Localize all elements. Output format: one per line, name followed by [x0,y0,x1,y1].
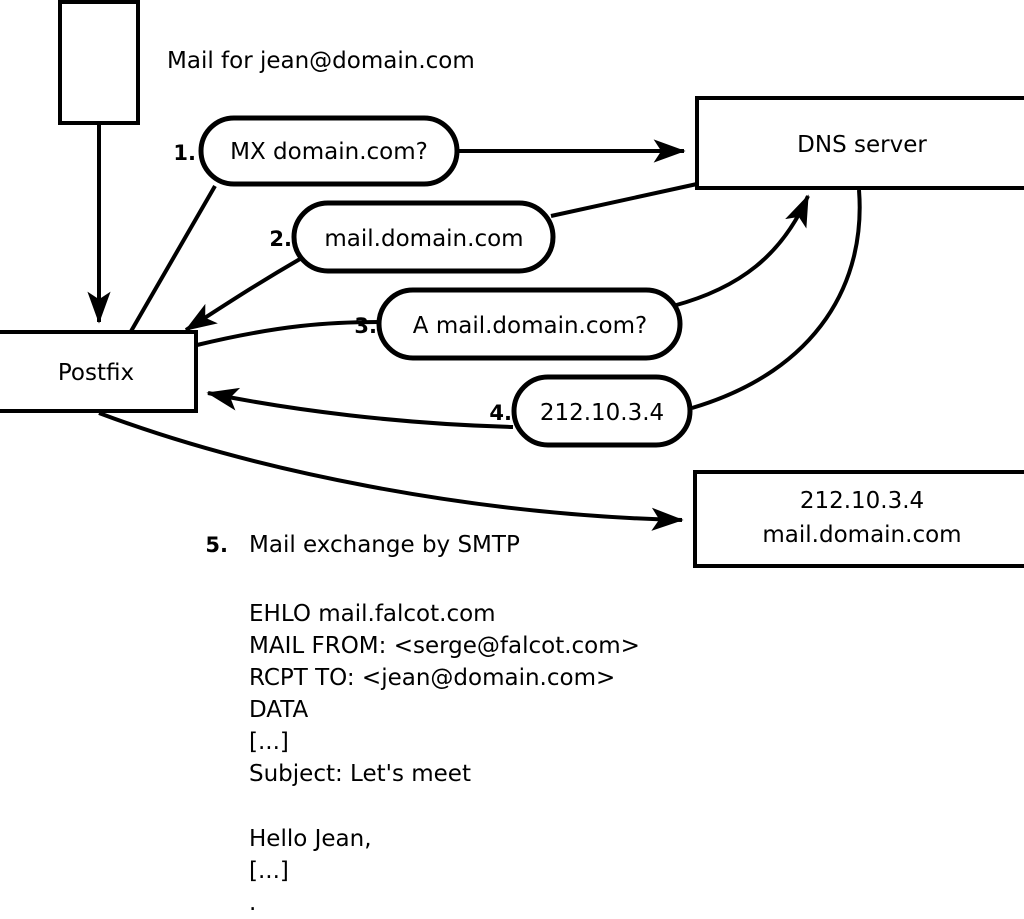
edge-dns-to-step4 [691,189,862,410]
transcript-line-2: RCPT TO: <jean@domain.com> [249,665,615,691]
edge-step2-to-postfix [184,257,302,332]
node-mail-server-ip: 212.10.3.4 [800,488,924,514]
transcript-line-1: MAIL FROM: <serge@falcot.com> [249,633,640,659]
edge-postfix-to-step3 [196,320,380,347]
transcript-line-4: [...] [249,729,289,755]
edge-step4-to-postfix [206,387,514,429]
transcript-line-5: Subject: Let's meet [249,761,471,787]
transcript-line-7: Hello Jean, [249,826,372,852]
bubble-step-2 [291,200,556,274]
edge-step3-to-dns [672,194,810,308]
step-2-label: mail.domain.com [324,226,523,252]
step-5-number: 5. [205,533,228,557]
transcript-line-8: [...] [249,858,289,884]
step-4-label: 212.10.3.4 [540,400,664,426]
node-dns-server-label: DNS server [797,132,927,158]
transcript-line-3: DATA [249,697,309,723]
bubble-step-3 [376,287,683,361]
step-1-label: MX domain.com? [230,139,428,165]
edge-postfix-to-mailserver [98,411,684,531]
step-3-number: 3. [354,314,377,338]
transcript-line-0: EHLO mail.falcot.com [249,601,496,627]
step-2-number: 2. [269,227,292,251]
node-postfix-label: Postfix [58,360,134,386]
step-4-number: 4. [489,401,512,425]
bubble-step-1 [198,115,460,187]
step-3-label: A mail.domain.com? [413,313,647,339]
bubble-step-4 [511,374,693,448]
node-postfix [0,330,198,413]
node-dns-server [695,96,1024,190]
transcript-line-9: . [249,890,256,916]
node-sender-client [58,0,140,125]
node-mail-server [693,470,1024,568]
step-5-label: Mail exchange by SMTP [249,532,520,558]
step-1-number: 1. [173,141,196,165]
incoming-mail-caption: Mail for jean@domain.com [167,48,475,74]
edge-postfix-to-step1 [128,184,217,335]
node-mail-server-host: mail.domain.com [762,522,961,548]
edge-dns-to-step2 [550,182,698,218]
